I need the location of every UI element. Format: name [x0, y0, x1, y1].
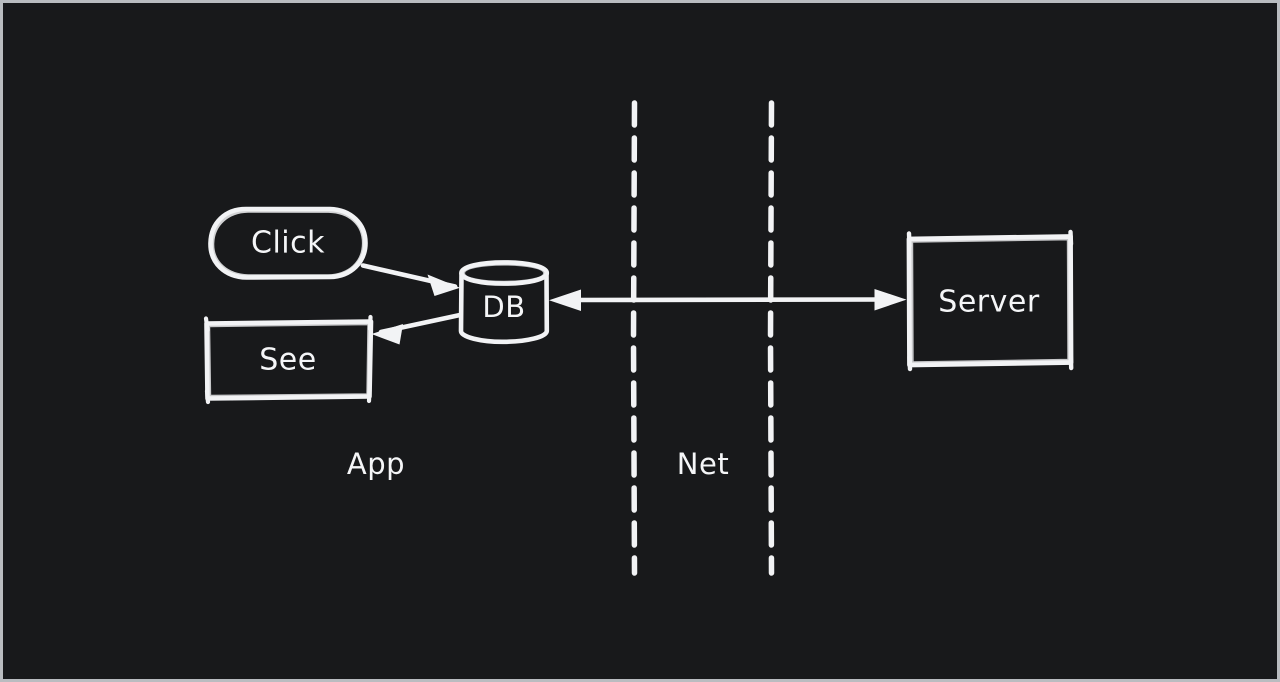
- zone-label-net: Net: [677, 447, 729, 481]
- node-see[interactable]: See: [203, 314, 374, 405]
- net-right-boundary-line: [767, 100, 775, 576]
- server-node-outline-2: [910, 238, 1070, 364]
- click-node-outline-2: [211, 210, 365, 277]
- edge-db-to-see-arrowhead: [371, 324, 403, 345]
- node-db[interactable]: DB: [458, 260, 550, 345]
- edge-db-to-see[interactable]: [371, 312, 463, 345]
- edge-db-to-server-line: [558, 297, 899, 303]
- server-corner-tick-tr: [1068, 229, 1074, 247]
- db-cylinder-body: [458, 271, 550, 345]
- edge-db-to-server-arrowhead-left: [549, 289, 581, 311]
- db-cylinder-top-ellipse-2: [462, 263, 546, 283]
- see-corner-tick-br: [366, 387, 372, 404]
- see-corner-tick-tl: [203, 316, 210, 333]
- see-corner-tick-bl: [204, 388, 211, 405]
- node-server[interactable]: Server: [906, 229, 1074, 372]
- edge-db-to-server-arrowhead-right: [874, 289, 907, 311]
- net-left-boundary-line: [630, 100, 638, 576]
- zone-label-app: App: [347, 447, 405, 481]
- server-corner-tick-bl: [907, 354, 913, 372]
- see-corner-tick-tr: [367, 314, 373, 332]
- server-corner-tick-tl: [906, 231, 912, 249]
- db-node-label: DB: [482, 290, 525, 324]
- click-node-label: Click: [251, 226, 325, 261]
- zone-divider-group: [630, 100, 775, 576]
- edge-db-to-server[interactable]: [549, 289, 907, 311]
- edge-click-to-db[interactable]: [360, 263, 460, 297]
- node-click[interactable]: Click: [208, 206, 368, 280]
- server-node-label: Server: [938, 285, 1040, 320]
- db-cylinder-top-ellipse: [459, 260, 550, 286]
- see-node-label: See: [259, 343, 316, 378]
- click-node-outline: [208, 206, 368, 280]
- edge-click-to-db-arrowhead: [427, 274, 460, 296]
- sketch-diagram-svg: Click See DB: [203, 100, 1074, 576]
